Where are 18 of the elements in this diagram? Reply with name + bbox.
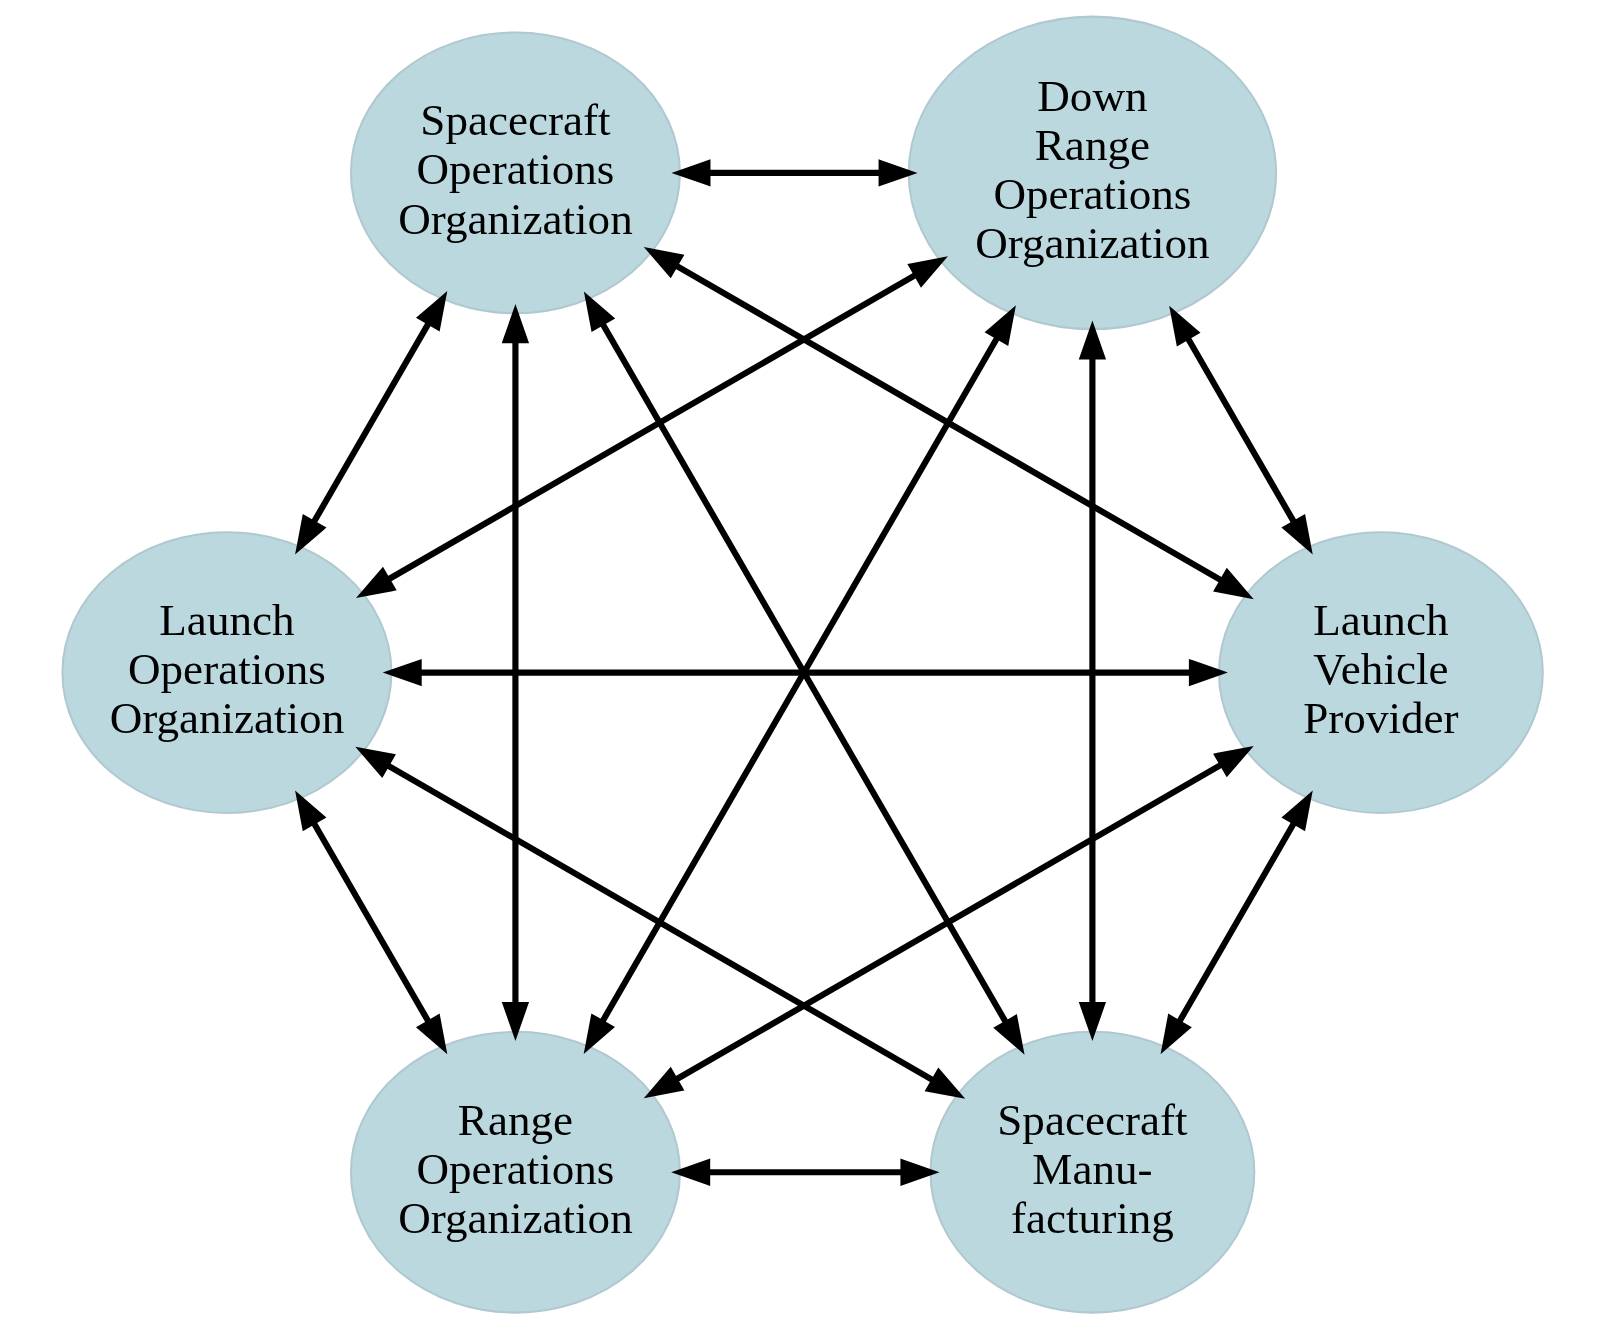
arrow <box>1160 790 1313 1055</box>
node-ellipse: Spacecraft Manu- facturing <box>929 1030 1256 1314</box>
arrow <box>1078 320 1107 1041</box>
arrow <box>356 256 948 599</box>
arrow <box>643 745 1254 1099</box>
node-ellipse: Spacecraft Operations Organization <box>349 31 681 315</box>
arrow <box>1169 305 1313 555</box>
arrow <box>671 1158 940 1186</box>
arrow <box>295 790 448 1055</box>
arrow <box>643 247 1254 600</box>
arrow <box>501 304 530 1042</box>
arrow <box>295 290 448 555</box>
node-ellipse: Launch Operations Organization <box>61 531 393 814</box>
node-ellipse: Launch Vehicle Provider <box>1217 531 1544 814</box>
arrow <box>671 159 918 187</box>
arrow <box>355 746 966 1099</box>
arrow <box>382 658 1228 687</box>
node-ellipse: Range Operations Organization <box>349 1030 681 1314</box>
